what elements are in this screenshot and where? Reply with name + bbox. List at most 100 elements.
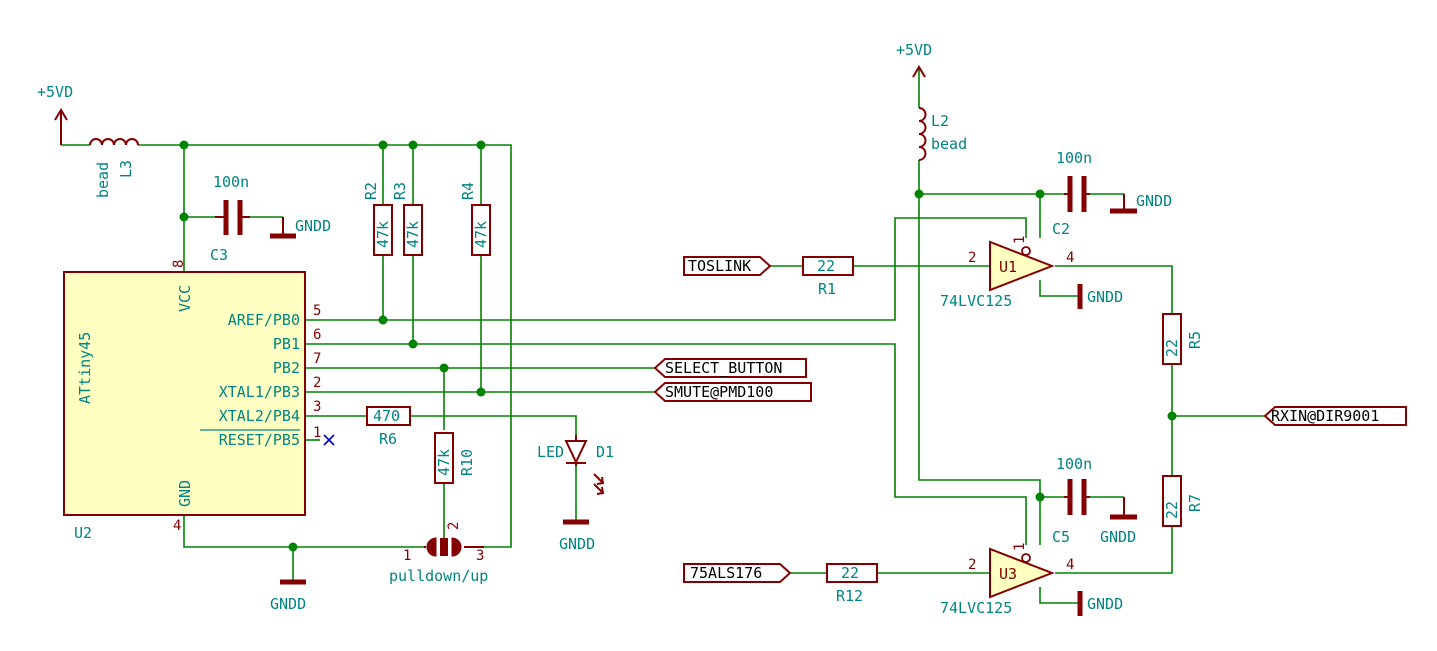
svg-text:C2: C2 [1052,220,1070,238]
svg-text:GND: GND [176,480,194,507]
svg-text:R10: R10 [458,449,476,476]
power-5vd-left: +5VD [37,83,73,145]
ic-u2-attiny45: ATtiny45 U2 VCC GND 8 4 AREF/PB0 PB1 PB2… [63,260,335,542]
resistor-r10: 47k R10 [434,432,476,484]
svg-text:1: 1 [1012,543,1028,551]
pin-number: 1 [313,425,321,441]
svg-text:100n: 100n [1056,455,1092,473]
label-75als176: 75ALS176 [683,563,792,583]
junction-dot [439,363,449,373]
svg-text:ATtiny45: ATtiny45 [76,332,94,404]
svg-text:1: 1 [403,548,411,564]
resistor-r12: 22 R12 [826,563,878,605]
junction-dot [1035,492,1045,502]
svg-text:U3: U3 [999,565,1017,583]
svg-text:47k: 47k [472,221,490,248]
svg-text:R2: R2 [362,182,380,200]
svg-text:470: 470 [373,407,400,425]
buffer-u3: U3 2 1 4 74LVC125 [940,543,1074,617]
gnd-u1: GNDD [1077,284,1123,309]
pin-number: 7 [313,351,321,367]
svg-text:D1: D1 [596,443,614,461]
svg-text:22: 22 [817,257,835,275]
gnd-c2: GNDD [1110,192,1172,214]
resistor-r3: 47k R3 [391,182,423,256]
svg-text:SELECT_BUTTON: SELECT_BUTTON [665,359,782,377]
resistor-r1: 22 R1 [802,256,854,298]
pin-name: AREF/PB0 [228,311,300,329]
svg-text:VCC: VCC [176,285,194,312]
svg-text:LED: LED [537,443,564,461]
junction-dot [408,339,418,349]
gnd-u3: GNDD [1077,591,1123,616]
pin-name: XTAL2/PB4 [219,407,300,425]
svg-text:+5VD: +5VD [37,83,73,101]
svg-text:GNDD: GNDD [1087,288,1123,306]
svg-text:bead: bead [931,135,967,153]
jumper-pulldown-up: 1 2 3 pulldown/up [389,522,488,585]
gnd-c5: GNDD [1100,497,1137,546]
svg-text:L3: L3 [117,160,135,178]
svg-text:R6: R6 [379,430,397,448]
svg-text:4: 4 [1066,250,1074,266]
gnd-u2: GNDD [270,579,306,613]
svg-text:2: 2 [446,522,462,530]
buffer-u1: U1 2 1 4 74LVC125 [940,236,1074,310]
svg-text:47k: 47k [435,449,453,476]
label-select-button: SELECT_BUTTON [653,358,807,378]
junction-dot [1167,411,1177,421]
gnd-c3: GNDD [270,217,331,239]
resistor-r4: 47k R4 [459,182,491,256]
svg-text:2: 2 [968,557,976,573]
junctions [179,140,1177,552]
junction-dot [476,140,486,150]
junction-dot [1035,189,1045,199]
svg-text:GNDD: GNDD [1136,192,1172,210]
svg-text:bead: bead [94,162,112,198]
svg-text:22: 22 [1163,501,1181,519]
svg-text:GNDD: GNDD [295,217,331,235]
junction-dot [378,315,388,325]
inductor-l2: L2 bead [918,107,967,161]
junction-dot [476,387,486,397]
svg-text:R12: R12 [836,587,863,605]
svg-text:2: 2 [968,250,976,266]
svg-text:22: 22 [1163,339,1181,357]
capacitor-c2: 100n C2 [1052,149,1092,238]
junction-dot [288,542,298,552]
capacitor-c3: 100n C3 [210,173,250,264]
junction-dot [179,212,189,222]
label-rxin: RXIN@DIR9001 [1263,406,1407,426]
svg-text:100n: 100n [213,173,249,191]
svg-text:+5VD: +5VD [896,41,932,59]
svg-text:R3: R3 [391,182,409,200]
svg-text:GNDD: GNDD [559,535,595,553]
pin-name: PB2 [273,359,300,377]
svg-text:3: 3 [476,548,484,564]
label-smute: SMUTE@PMD100 [653,382,812,402]
power-5vd-right: +5VD [896,41,932,78]
gnd-d1: GNDD [559,519,595,553]
svg-text:GNDD: GNDD [270,595,306,613]
led-d1: LED D1 [537,435,614,495]
svg-text:8: 8 [171,260,187,268]
capacitor-c5: 100n C5 [1052,455,1092,546]
junction-dot [914,189,924,199]
svg-text:L2: L2 [931,112,949,130]
svg-text:4: 4 [1066,557,1074,573]
pin-name: PB1 [273,335,300,353]
junction-dot [378,140,388,150]
svg-text:75ALS176: 75ALS176 [690,564,762,582]
svg-text:GNDD: GNDD [1087,595,1123,613]
pin-number: 3 [313,399,321,415]
svg-text:U1: U1 [999,258,1017,276]
svg-text:TOSLINK: TOSLINK [688,257,751,275]
pin-name: XTAL1/PB3 [219,383,300,401]
svg-text:4: 4 [173,518,181,534]
svg-text:GNDD: GNDD [1100,528,1136,546]
svg-text:R4: R4 [459,182,477,200]
pin-number: 5 [313,303,321,319]
inductor-l3: bead L3 [89,138,139,198]
